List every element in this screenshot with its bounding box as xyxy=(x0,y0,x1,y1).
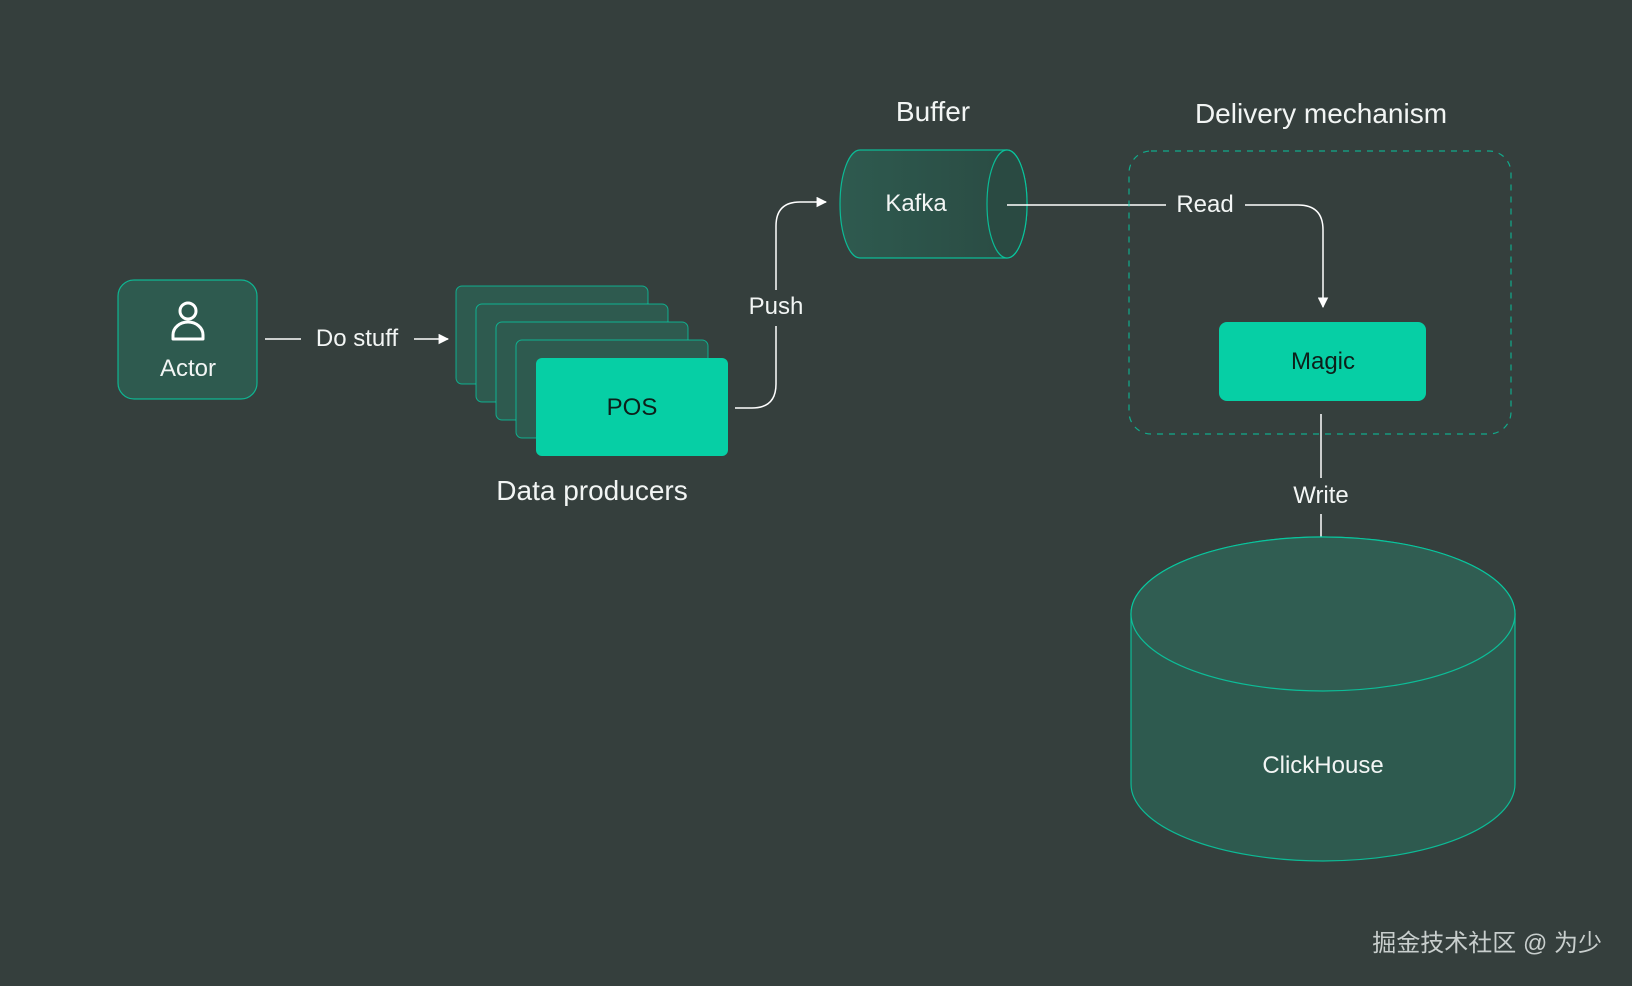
push-label: Push xyxy=(748,293,804,320)
delivery-mechanism-boundary xyxy=(1128,150,1512,435)
clickhouse-label: ClickHouse xyxy=(1262,752,1384,779)
data-producers-label: Data producers xyxy=(496,475,688,506)
push-label-gap xyxy=(770,290,782,326)
read-connector xyxy=(1007,204,1323,307)
clickhouse-top xyxy=(1130,536,1516,692)
write-label: Write xyxy=(1293,482,1349,509)
kafka-cap xyxy=(986,149,1028,259)
actor-label: Actor xyxy=(159,355,217,382)
pos-node xyxy=(536,358,728,456)
pos-label: POS xyxy=(606,394,658,421)
magic-label: Magic xyxy=(1290,348,1356,375)
do-stuff-label: Do stuff xyxy=(315,325,399,352)
kafka-label: Kafka xyxy=(885,190,947,217)
delivery-mechanism-title: Delivery mechanism xyxy=(1194,98,1448,129)
read-label: Read xyxy=(1176,191,1234,218)
person-icon xyxy=(171,301,205,341)
magic-node xyxy=(1219,322,1426,401)
buffer-title: Buffer xyxy=(895,96,971,127)
watermark: 掘金技术社区 @ 为少 xyxy=(1372,930,1602,957)
